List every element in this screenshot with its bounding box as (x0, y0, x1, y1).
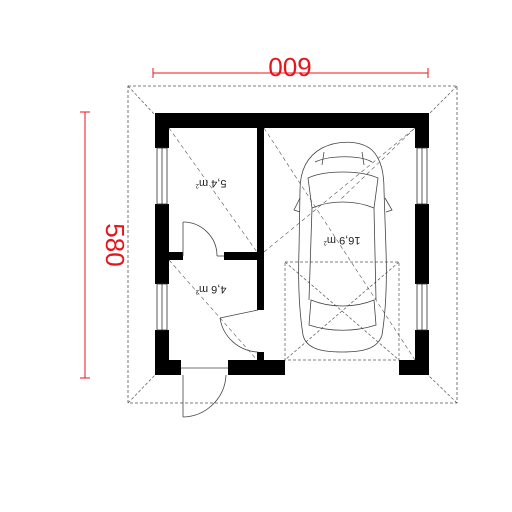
interior-walls (169, 128, 264, 360)
room-area-label-small-top: 5,4 m2 (195, 177, 227, 189)
garage-area-label: 16,9 m2 (323, 234, 361, 246)
width-dimension: 600 (152, 52, 429, 82)
roof-outline (127, 85, 458, 404)
garage-side-door (219, 309, 259, 353)
windows (156, 147, 428, 331)
entry-door (181, 367, 228, 418)
interior-door (182, 221, 224, 257)
garage-door-outline (284, 261, 400, 361)
room-diagonals (168, 127, 416, 361)
width-dimension-label: 600 (268, 52, 311, 82)
exterior-walls (155, 113, 429, 375)
car-icon (293, 141, 393, 353)
depth-dimension: 580 (80, 111, 130, 379)
room-area-label-small-bottom: 4,6 m2 (195, 283, 227, 295)
depth-dimension-label: 580 (100, 223, 130, 266)
